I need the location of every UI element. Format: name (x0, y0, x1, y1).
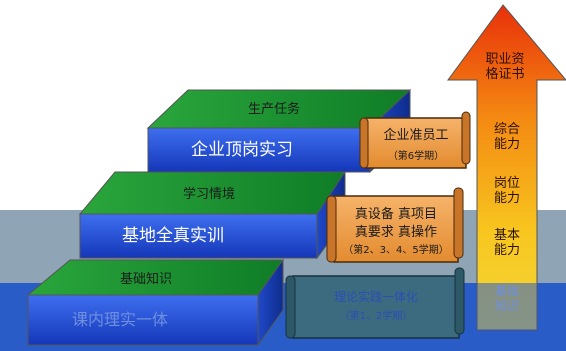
step-3-top-label: 基础知识 (120, 272, 173, 287)
arrow-item-2: 岗位 能力 (493, 176, 520, 206)
arrow-item-4: 基础 知识 (494, 284, 519, 313)
step-2-top-label: 学习情境 (183, 187, 236, 202)
water-overlay (477, 283, 537, 330)
scroll-2-line2: 真要求 真操作 (354, 225, 438, 240)
step-2-face-label: 基地全真实训 (122, 226, 224, 246)
scroll-1-sub: （第6学期） (387, 151, 445, 162)
arrow-item-3: 基本 能力 (493, 228, 520, 258)
scroll-2-line1: 真设备 真项目 (354, 207, 438, 222)
step-2-face (79, 213, 318, 259)
step-1-face (147, 127, 371, 173)
step-3-face (27, 294, 259, 346)
step-1-top-label: 生产任务 (248, 102, 301, 117)
scroll-3-sub: （第1、2学期） (339, 311, 413, 322)
arrow-item-1: 综合 能力 (493, 122, 520, 152)
step-3-side (257, 258, 284, 347)
scroll-1 (359, 111, 471, 169)
scroll-2 (326, 187, 464, 263)
scroll-3-title: 理论实践一体化 (333, 290, 418, 304)
scroll-2-sub: （第2、3、4、5学期） (343, 245, 449, 256)
scroll-3 (285, 267, 465, 339)
arrow-tip-label: 职业资 格证书 (485, 52, 525, 82)
step-1-face-label: 企业顶岗实习 (191, 140, 293, 160)
scroll-1-title: 企业准员工 (383, 128, 449, 143)
step-3-face-label: 课内理实一体 (72, 310, 169, 329)
